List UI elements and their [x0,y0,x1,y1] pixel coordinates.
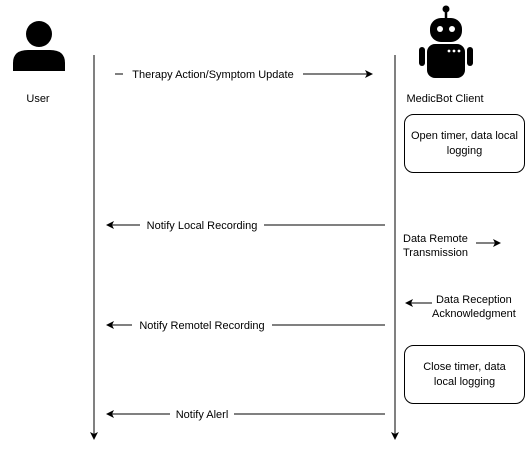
close-timer-line-1: Close timer, data [423,360,506,373]
reception-ack-note: Data Reception Acknowledgment [432,293,516,321]
reception-ack-line-2: Acknowledgment [432,308,516,320]
remote-transmission-note: Data Remote Transmission [403,232,468,260]
open-timer-text: Open timer, data local logging [404,114,525,173]
remote-transmission-line-1: Data Remote [403,233,468,245]
remote-transmission-line-2: Transmission [403,247,468,259]
close-timer-text: Close timer, data local logging [404,345,525,404]
message-label-therapy-update: Therapy Action/Symptom Update [132,69,293,81]
user-actor-label: User [26,93,50,105]
user-icon [13,21,65,71]
robot-icon [419,5,473,78]
message-label-local-recording: Notify Local Recording [147,220,258,232]
client-actor-label: MedicBot Client [406,93,483,105]
open-timer-line-1: Open timer, data local [410,129,518,142]
open-timer-line-2: logging [446,144,483,157]
reception-ack-line-1: Data Reception [435,294,512,306]
message-label-alert: Notify Alerl [176,409,229,421]
close-timer-line-2: local logging [433,375,496,388]
message-label-remote-recording: Notify Remotel Recording [139,320,264,332]
